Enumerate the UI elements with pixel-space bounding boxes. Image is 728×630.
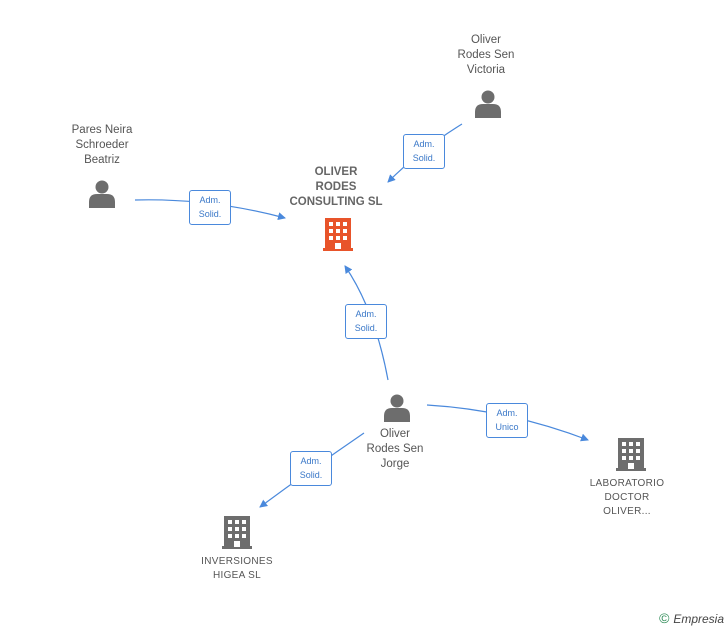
building-icon-main — [323, 218, 353, 251]
building-icon — [222, 516, 252, 549]
copyright-icon: © — [659, 610, 670, 626]
person-icon — [475, 90, 501, 118]
person-icon — [384, 394, 410, 422]
edge-label-victoria-main[interactable]: Adm. Solid. — [403, 134, 445, 169]
edge-label-jorge-main[interactable]: Adm. Solid. — [345, 304, 387, 339]
edge-label-jorge-lab[interactable]: Adm. Unico — [486, 403, 528, 438]
node-label-lab[interactable]: LABORATORIO DOCTOR OLIVER... — [589, 478, 665, 517]
edge-label-pares-main[interactable]: Adm. Solid. — [189, 190, 231, 225]
edge-label-jorge-higea[interactable]: Adm. Solid. — [290, 451, 332, 486]
node-label-main-company[interactable]: OLIVER RODES CONSULTING SL — [289, 166, 383, 208]
building-icon — [616, 438, 646, 471]
node-label-jorge[interactable]: Oliver Rodes Sen Jorge — [366, 428, 424, 470]
node-label-victoria[interactable]: Oliver Rodes Sen Victoria — [457, 34, 515, 76]
node-label-higea[interactable]: INVERSIONES HIGEA SL — [201, 556, 273, 581]
person-icon — [89, 180, 115, 208]
footer-brand: © Empresia — [659, 610, 724, 626]
node-label-pares[interactable]: Pares Neira Schroeder Beatriz — [71, 124, 133, 166]
brand-name: Empresia — [673, 612, 724, 626]
